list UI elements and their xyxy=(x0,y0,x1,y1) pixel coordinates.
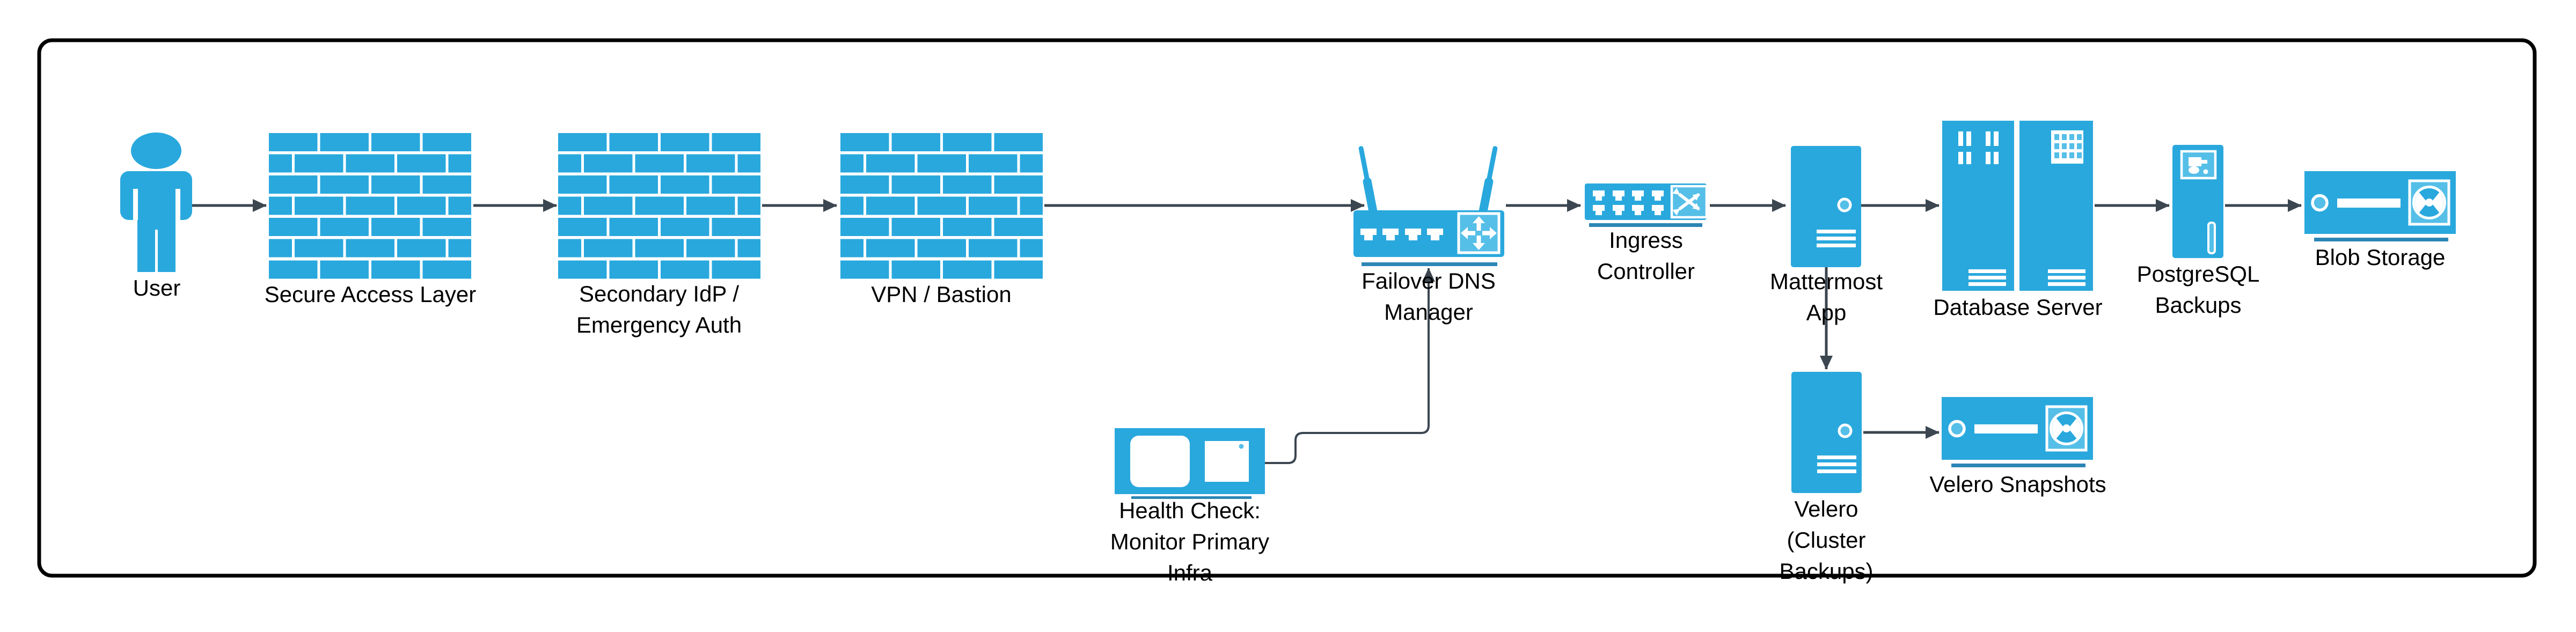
person-icon xyxy=(120,133,192,272)
drive-glyph xyxy=(2189,157,2208,174)
tape-storage-icon xyxy=(2304,171,2456,241)
router-ports xyxy=(1360,229,1443,240)
node-label-velero: Velero (Cluster Backups) xyxy=(1779,496,1874,584)
node-label-failover-dns: Failover DNS Manager xyxy=(1362,268,1496,325)
node-label-health-check: Health Check: Monitor Primary Infra xyxy=(1110,498,1270,585)
switch-ports xyxy=(1593,190,1664,215)
wireless-router-icon xyxy=(1353,146,1504,266)
firewall-icon xyxy=(269,133,471,279)
server-tower-icon xyxy=(1791,146,1861,267)
node-label-postgresql-backups: PostgreSQL Backups xyxy=(2136,261,2260,318)
node-label-vpn-bastion: VPN / Bastion xyxy=(871,282,1012,307)
node-label-velero-snapshots: Velero Snapshots xyxy=(1929,472,2106,497)
node-label-blob-storage: Blob Storage xyxy=(2315,245,2446,270)
node-label-secondary-idp: Secondary IdP / Emergency Auth xyxy=(576,281,742,337)
tape-storage-icon xyxy=(1942,397,2093,467)
node-label-ingress-controller: Ingress Controller xyxy=(1597,227,1695,284)
edge-arrows xyxy=(192,199,2302,464)
firewall-icon xyxy=(558,133,760,279)
diagram-border xyxy=(37,38,2537,578)
slim-server-icon xyxy=(2172,145,2223,258)
node-label-user: User xyxy=(133,275,181,300)
firewall-icon xyxy=(840,133,1043,279)
edge-health-check-to-failover-dns xyxy=(1265,268,1435,464)
routing-cross-icon xyxy=(1461,216,1497,250)
monitor-icon xyxy=(1115,428,1265,499)
node-label-database-server: Database Server xyxy=(1933,295,2103,320)
node-label-mattermost-app: Mattermost App xyxy=(1769,269,1883,325)
crossover-x-icon xyxy=(1672,188,1700,216)
node-label-secure-access: Secure Access Layer xyxy=(264,282,477,307)
rack-servers-icon xyxy=(1942,121,2093,291)
vent-grid xyxy=(2054,134,2082,158)
network-switch-icon xyxy=(1585,183,1708,227)
server-tower-icon xyxy=(1791,372,1862,493)
